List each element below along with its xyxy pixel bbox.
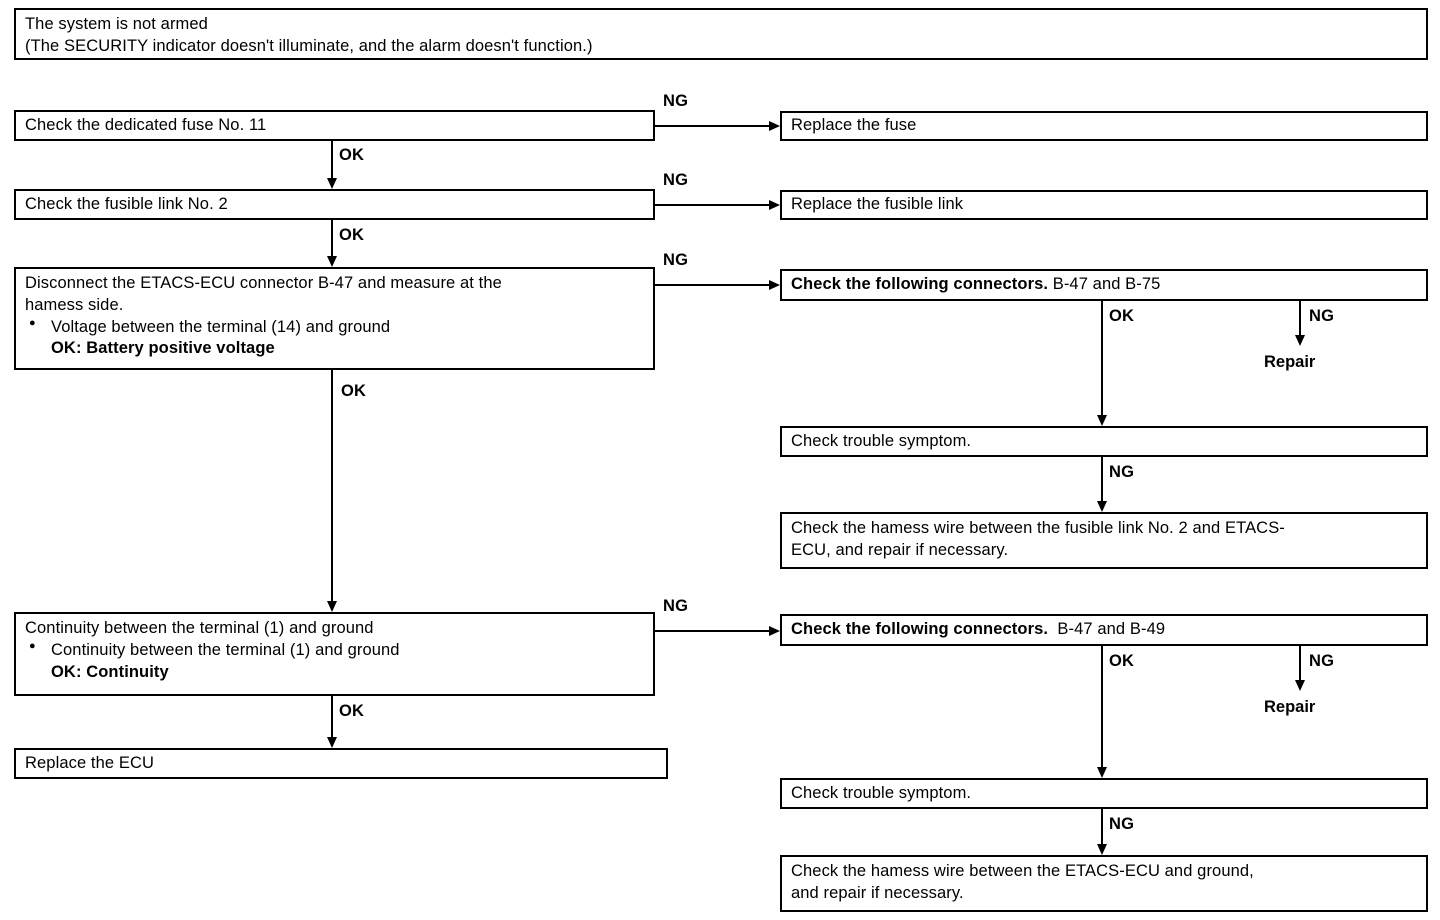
- label-ng-repair-2: NG: [1309, 652, 1335, 670]
- harness-wire-1-line-2: ECU, and repair if necessary.: [791, 540, 1009, 559]
- arrow-ng-1: [769, 121, 780, 131]
- check-connectors-1-normal: B-47 and B-75: [1052, 275, 1161, 294]
- title-box: The system is not armed (The SECURITY in…: [14, 8, 1428, 60]
- arrow-ng-harness-2: [1097, 844, 1107, 855]
- action-check-connectors-b47-b49: Check the following connectors. B-47 and…: [780, 614, 1428, 646]
- connector-line-ng-4: [655, 630, 769, 632]
- terminal-repair-2: Repair: [1264, 698, 1316, 716]
- connector-line-step2-step3: [331, 220, 333, 256]
- harness-wire-2-line-1: Check the hamess wire between the ETACS-…: [791, 862, 1254, 880]
- arrow-ng-2: [769, 200, 780, 210]
- label-ok-step3-step4: OK: [341, 382, 367, 400]
- label-ok-right-2: OK: [1109, 652, 1135, 670]
- check-trouble-symptom-2-label: Check trouble symptom.: [791, 783, 972, 802]
- action-check-harness-wire-2: Check the hamess wire between the ETACS-…: [780, 855, 1428, 912]
- connector-line-ng-1: [655, 125, 769, 127]
- arrow-ok-right-2: [1097, 767, 1107, 778]
- check-connectors-2-normal: B-47 and B-49: [1057, 620, 1166, 639]
- connector-line-ng-harness-2: [1101, 809, 1103, 844]
- label-ng-harness-2: NG: [1109, 815, 1135, 833]
- arrow-ng-repair-2: [1295, 680, 1305, 691]
- connector-line-ok-right-2: [1101, 646, 1103, 767]
- label-ng-2: NG: [663, 171, 689, 189]
- label-ng-3: NG: [663, 251, 689, 269]
- arrow-ok-right-1: [1097, 415, 1107, 426]
- action-check-harness-wire-1: Check the hamess wire between the fusibl…: [780, 512, 1428, 569]
- label-ok-step4-step5: OK: [339, 702, 365, 720]
- connector-line-step4-step5: [331, 696, 333, 737]
- continuity-bullet-1-ok: OK: Continuity: [51, 662, 169, 681]
- harness-wire-2-line-2: and repair if necessary.: [791, 883, 964, 902]
- connector-line-ok-right-1: [1101, 301, 1103, 415]
- arrow-ng-3: [769, 280, 780, 290]
- title-line-1: The system is not armed: [25, 15, 208, 33]
- connector-line-ng-repair-2: [1299, 646, 1301, 680]
- check-connectors-1-text: Check the following connectors. B-47 and…: [791, 274, 1160, 296]
- terminal-repair-1: Repair: [1264, 353, 1316, 371]
- arrow-step2-step3: [327, 256, 337, 267]
- arrow-step1-step2: [327, 178, 337, 189]
- connector-line-ng-2: [655, 204, 769, 206]
- label-ng-harness-1: NG: [1109, 463, 1135, 481]
- check-trouble-symptom-1-label: Check trouble symptom.: [791, 431, 972, 450]
- disconnect-line-1: Disconnect the ETACS-ECU connector B-47 …: [25, 274, 502, 292]
- continuity-line-1: Continuity between the terminal (1) and …: [25, 619, 374, 637]
- step-check-fusible-link: Check the fusible link No. 2: [14, 189, 655, 220]
- step-replace-ecu: Replace the ECU: [14, 748, 668, 779]
- check-connectors-2-bold: Check the following connectors.: [791, 620, 1049, 639]
- step-disconnect-etacs-ecu: Disconnect the ETACS-ECU connector B-47 …: [14, 267, 655, 370]
- action-check-trouble-symptom-1: Check trouble symptom.: [780, 426, 1428, 457]
- connector-line-step3-step4: [331, 370, 333, 601]
- step-check-dedicated-fuse-label: Check the dedicated fuse No. 11: [25, 115, 267, 134]
- connector-line-step1-step2: [331, 141, 333, 178]
- arrow-step4-step5: [327, 737, 337, 748]
- step-check-fusible-link-label: Check the fusible link No. 2: [25, 194, 228, 213]
- disconnect-line-2: hamess side.: [25, 295, 124, 314]
- disconnect-bullet-1: Voltage between the terminal (14) and gr…: [25, 316, 645, 339]
- step-continuity-terminal-1: Continuity between the terminal (1) and …: [14, 612, 655, 696]
- label-ng-repair-1: NG: [1309, 307, 1335, 325]
- action-replace-fuse-label: Replace the fuse: [791, 116, 917, 135]
- arrow-ng-repair-1: [1295, 335, 1305, 346]
- action-check-connectors-b47-b75: Check the following connectors. B-47 and…: [780, 269, 1428, 301]
- label-ng-4: NG: [663, 597, 689, 615]
- action-replace-fusible-link-label: Replace the fusible link: [791, 195, 964, 214]
- action-replace-fuse: Replace the fuse: [780, 111, 1428, 141]
- arrow-ng-4: [769, 626, 780, 636]
- arrow-step3-step4: [327, 601, 337, 612]
- disconnect-bullet-1-ok: OK: Battery positive voltage: [51, 339, 275, 358]
- label-ok-right-1: OK: [1109, 307, 1135, 325]
- step-check-dedicated-fuse: Check the dedicated fuse No. 11: [14, 110, 655, 141]
- check-connectors-1-bold: Check the following connectors.: [791, 275, 1049, 294]
- action-replace-fusible-link: Replace the fusible link: [780, 190, 1428, 220]
- step-replace-ecu-label: Replace the ECU: [25, 753, 154, 772]
- action-check-trouble-symptom-2: Check trouble symptom.: [780, 778, 1428, 809]
- label-ok-step2-step3: OK: [339, 226, 365, 244]
- connector-line-ng-3: [655, 284, 769, 286]
- check-connectors-2-text: Check the following connectors. B-47 and…: [791, 619, 1165, 641]
- connector-line-ng-harness-1: [1101, 457, 1103, 501]
- connector-line-ng-repair-1: [1299, 301, 1301, 335]
- label-ok-step1-step2: OK: [339, 146, 365, 164]
- title-line-2: (The SECURITY indicator doesn't illumina…: [25, 36, 593, 55]
- label-ng-1: NG: [663, 92, 689, 110]
- arrow-ng-harness-1: [1097, 501, 1107, 512]
- continuity-bullet-1: Continuity between the terminal (1) and …: [25, 639, 645, 662]
- harness-wire-1-line-1: Check the hamess wire between the fusibl…: [791, 519, 1285, 537]
